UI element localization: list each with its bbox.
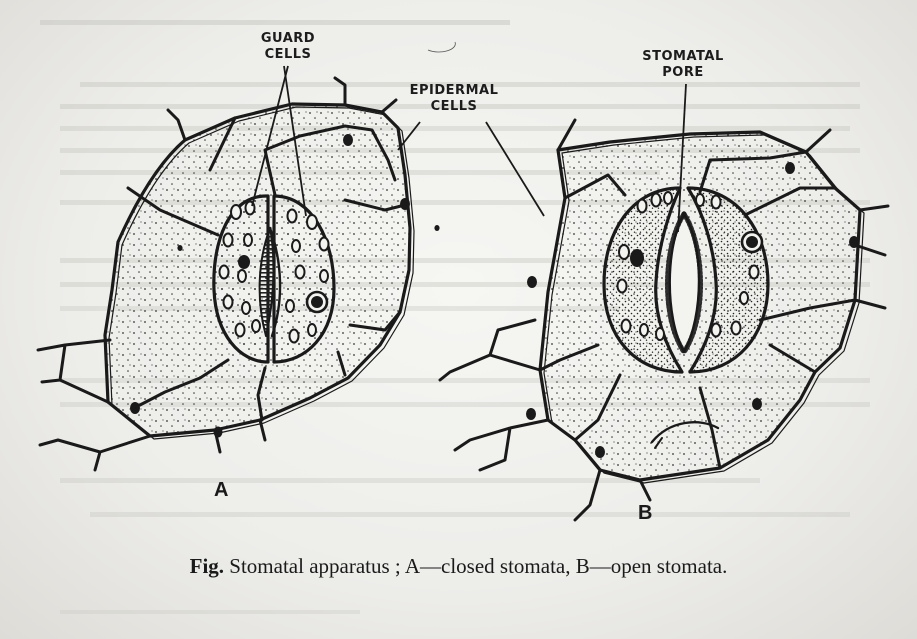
diagram-b-open-stomata bbox=[440, 120, 888, 520]
guard-cells-label-line1: GUARD bbox=[245, 31, 331, 47]
panel-label-a: A bbox=[214, 479, 228, 502]
stomatal-pore-label-line1: STOMATAL bbox=[628, 49, 738, 65]
epidermal-cells-label-line2: CELLS bbox=[394, 99, 514, 115]
guard-cells-label: GUARD CELLS bbox=[245, 31, 331, 63]
stomatal-pore-label: STOMATAL PORE bbox=[628, 49, 738, 81]
caption-text: Stomatal apparatus ; A—closed stomata, B… bbox=[229, 554, 727, 578]
figure-caption: Fig. Stomatal apparatus ; A—closed stoma… bbox=[0, 554, 917, 579]
guard-cells-label-line2: CELLS bbox=[245, 47, 331, 63]
stomatal-pore-label-line2: PORE bbox=[628, 65, 738, 81]
epidermal-cells-label: EPIDERMAL CELLS bbox=[394, 83, 514, 115]
diagram-a-closed-stomata bbox=[38, 78, 440, 470]
panel-label-b: B bbox=[638, 502, 652, 525]
epidermal-cells-label-line1: EPIDERMAL bbox=[394, 83, 514, 99]
caption-fig-prefix: Fig. bbox=[190, 554, 224, 578]
